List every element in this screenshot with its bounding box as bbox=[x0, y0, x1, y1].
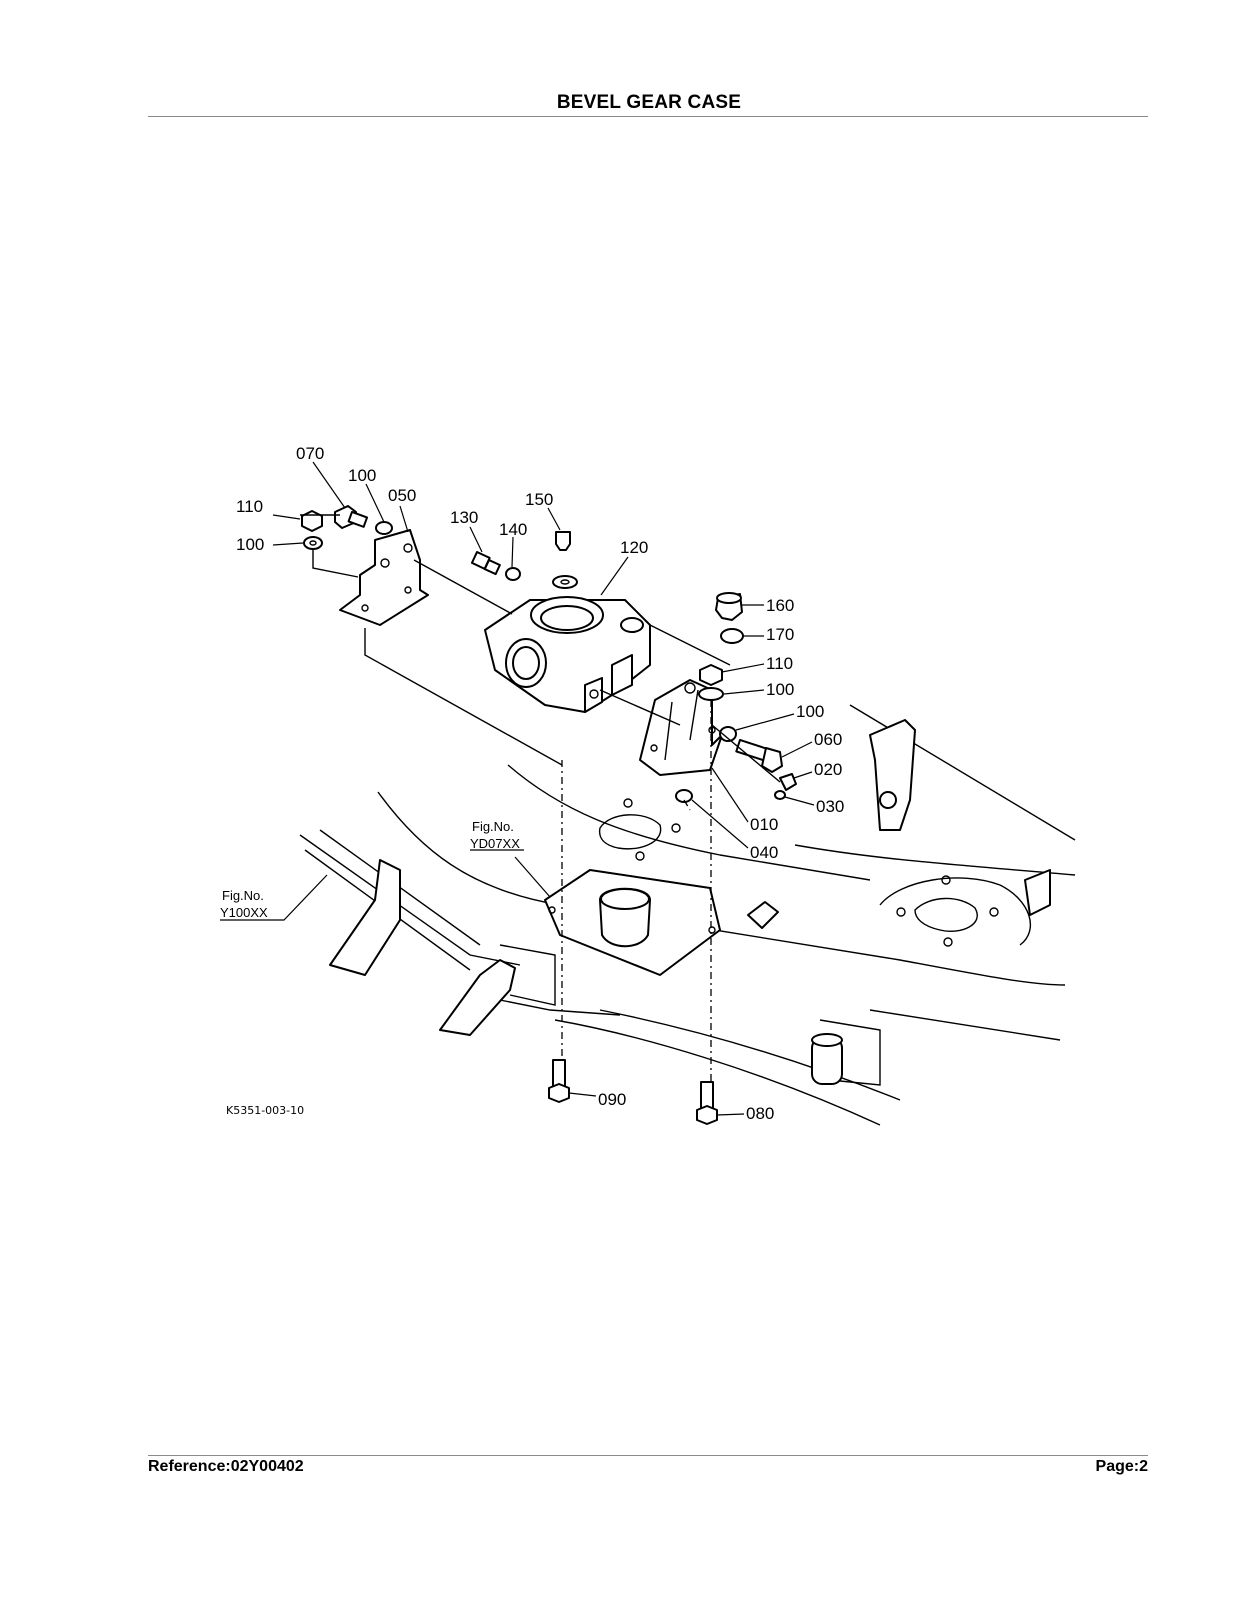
page-title: BEVEL GEAR CASE bbox=[556, 92, 742, 113]
drawing-code: K5351-003-10 bbox=[226, 1104, 304, 1117]
fig-ref-code: YD07XX bbox=[470, 836, 520, 851]
callout-170: 170 bbox=[766, 625, 794, 644]
callout-030: 030 bbox=[816, 797, 844, 816]
mounting-plate bbox=[544, 869, 721, 976]
callout-070: 070 bbox=[296, 444, 324, 463]
header-divider bbox=[148, 116, 1148, 117]
callout-040: 040 bbox=[750, 843, 778, 862]
callout-050: 050 bbox=[388, 486, 416, 505]
callout-020: 020 bbox=[814, 760, 842, 779]
callout-120: 120 bbox=[620, 538, 648, 557]
figure-references: Fig.No. YD07XX Fig.No. Y100XX K5351-003-… bbox=[220, 819, 520, 1117]
left-bracket bbox=[339, 529, 429, 626]
gear-case bbox=[484, 596, 651, 713]
callout-140: 140 bbox=[499, 520, 527, 539]
right-bracket bbox=[639, 679, 723, 776]
callout-130: 130 bbox=[450, 508, 478, 527]
callout-080: 080 bbox=[746, 1104, 774, 1123]
callout-010: 010 bbox=[750, 815, 778, 834]
callout-060: 060 bbox=[814, 730, 842, 749]
fig-ref-code: Y100XX bbox=[220, 905, 268, 920]
leader-lines bbox=[220, 461, 815, 1116]
callout-160: 160 bbox=[766, 596, 794, 615]
callout-100: 100 bbox=[796, 702, 824, 721]
callout-090: 090 bbox=[598, 1090, 626, 1109]
footer-divider bbox=[148, 1455, 1148, 1456]
callout-110: 110 bbox=[236, 497, 263, 516]
fig-ref-label: Fig.No. bbox=[222, 888, 264, 903]
fig-ref-label: Fig.No. bbox=[472, 819, 514, 834]
hardware bbox=[301, 505, 797, 1125]
side-frame bbox=[299, 719, 1051, 1086]
callouts: 070 100 050 110 100 130 140 150 120 160 … bbox=[236, 444, 844, 1123]
footer-reference: Reference:02Y00402 bbox=[148, 1458, 304, 1475]
assembly-lines bbox=[300, 514, 781, 1082]
callout-100: 100 bbox=[236, 535, 264, 554]
footer-page-number: Page:2 bbox=[1095, 1458, 1148, 1475]
callout-150: 150 bbox=[525, 490, 553, 509]
callout-110: 110 bbox=[766, 654, 793, 673]
mower-deck bbox=[377, 704, 1076, 1126]
callout-100: 100 bbox=[348, 466, 376, 485]
callout-100: 100 bbox=[766, 680, 794, 699]
